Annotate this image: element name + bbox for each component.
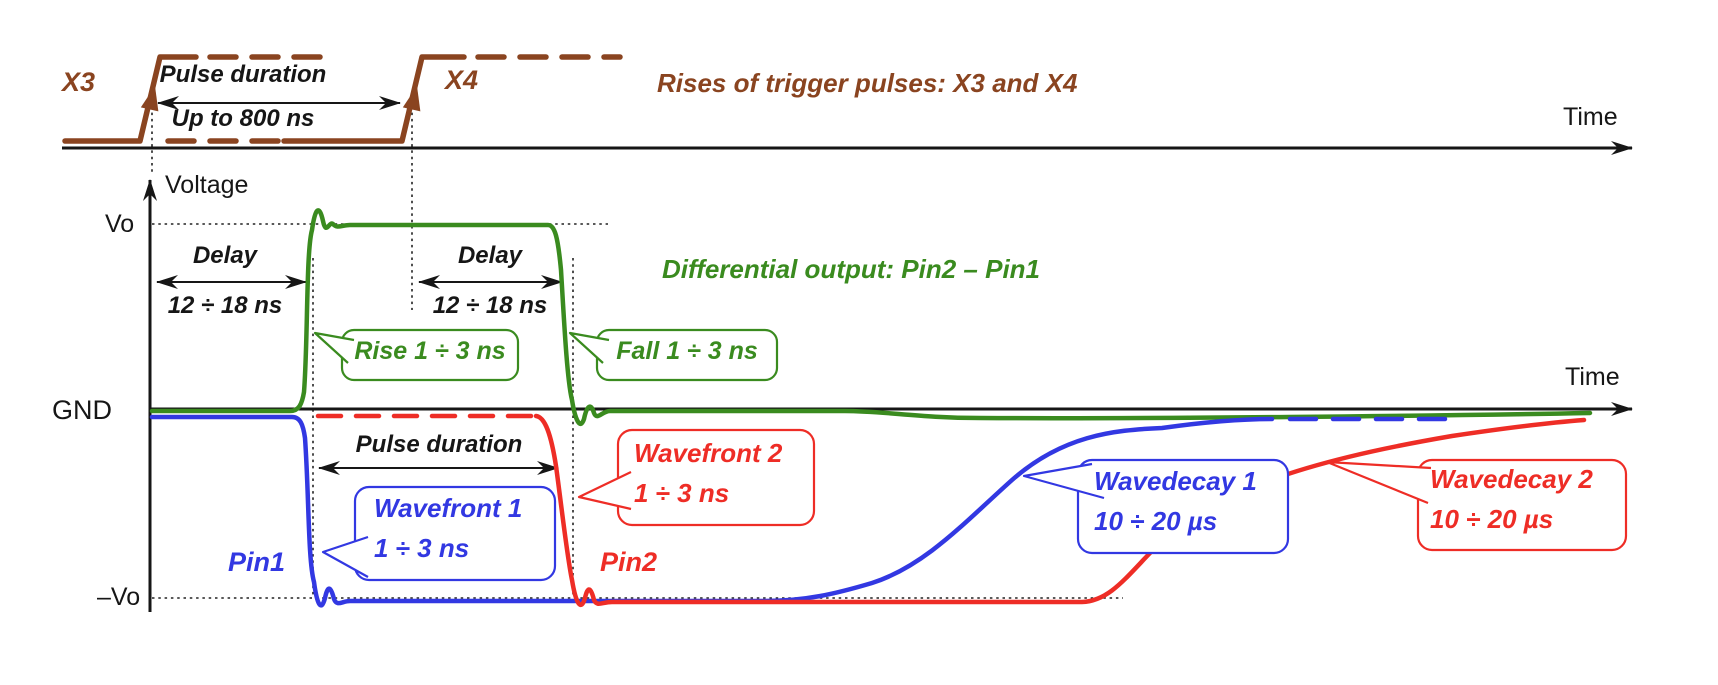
wavedecay1-callout-bubble <box>1022 458 1290 555</box>
wavedecay2-title: Wavedecay 2 <box>1430 464 1593 494</box>
fall-callout-text: Fall 1 ÷ 3 ns <box>616 337 758 365</box>
wavefront2-callout-bubble <box>577 428 816 527</box>
neg-vo-label: –Vo <box>97 583 141 611</box>
delay-right-value: 12 ÷ 18 ns <box>432 292 548 319</box>
wavefront1-title: Wavefront 1 <box>374 493 523 523</box>
pin2-label: Pin2 <box>600 547 658 577</box>
x4-rise-arrow <box>402 86 421 112</box>
rise-callout-text: Rise 1 ÷ 3 ns <box>354 337 506 365</box>
x3-rise-arrow <box>140 86 159 112</box>
delay-left-value: 12 ÷ 18 ns <box>167 292 283 319</box>
wavedecay1-value: 10 ÷ 20 µs <box>1094 506 1218 536</box>
rise-callout-bubble <box>313 328 520 382</box>
wavefront1-value: 1 ÷ 3 ns <box>374 533 470 563</box>
pulse-duration-top-label: Pulse duration <box>159 61 327 88</box>
wavefront1-callout-bubble <box>321 485 557 582</box>
time-label-bottom: Time <box>1565 363 1620 391</box>
pulse-duration-bottom-label: Pulse duration <box>355 431 523 458</box>
wavefront2-title: Wavefront 2 <box>634 438 783 468</box>
fall-callout-bubble <box>568 328 779 382</box>
trigger-panel-title: Rises of trigger pulses: X3 and X4 <box>657 68 1078 98</box>
delay-left-label: Delay <box>192 242 258 269</box>
wavedecay2-callout-bubble <box>1325 458 1628 552</box>
wavedecay1-title: Wavedecay 1 <box>1094 466 1257 496</box>
voltage-axis-label: Voltage <box>165 171 249 199</box>
time-label-top: Time <box>1563 103 1618 131</box>
pin2-trace <box>533 413 1587 608</box>
measure-arrows <box>156 96 563 475</box>
vo-label: Vo <box>105 210 135 238</box>
x3-label: X3 <box>62 67 96 97</box>
trigger-trace <box>62 54 623 144</box>
gnd-label: GND <box>52 395 112 425</box>
pin1-label: Pin1 <box>228 547 286 577</box>
x4-label: X4 <box>445 65 479 95</box>
pulse-duration-top-value: Up to 800 ns <box>171 105 315 132</box>
diff-output-title: Differential output: Pin2 – Pin1 <box>662 254 1041 284</box>
delay-right-label: Delay <box>457 242 523 269</box>
diff-output-trace <box>149 208 1593 427</box>
wavefront2-value: 1 ÷ 3 ns <box>634 478 730 508</box>
wavedecay2-value: 10 ÷ 20 µs <box>1430 504 1554 534</box>
axes <box>62 141 1633 612</box>
